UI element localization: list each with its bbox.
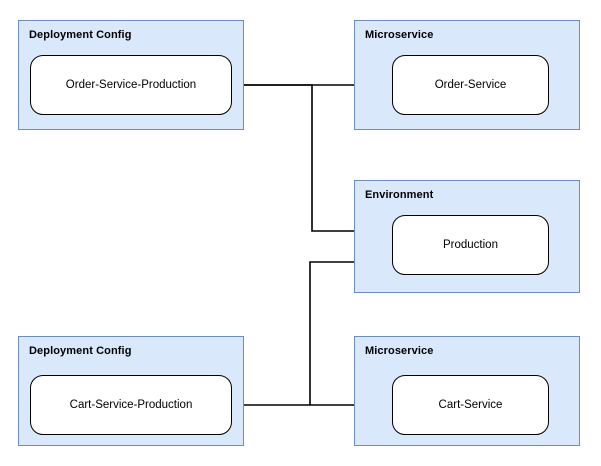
group-title: Deployment Config xyxy=(29,345,132,357)
node-label: Order-Service-Production xyxy=(65,79,197,91)
node-label: Order-Service xyxy=(434,79,507,91)
node-production[interactable]: Production xyxy=(392,215,549,275)
group-title: Deployment Config xyxy=(29,29,132,41)
node-label: Cart-Service-Production xyxy=(69,399,193,411)
node-order-service-production[interactable]: Order-Service-Production xyxy=(30,55,232,115)
node-label: Cart-Service xyxy=(438,399,503,411)
group-title: Microservice xyxy=(365,29,434,41)
node-order-service[interactable]: Order-Service xyxy=(392,55,549,115)
group-title: Microservice xyxy=(365,345,434,357)
node-label: Production xyxy=(443,239,498,251)
node-cart-service-production[interactable]: Cart-Service-Production xyxy=(30,375,232,435)
node-cart-service[interactable]: Cart-Service xyxy=(392,375,549,435)
group-title: Environment xyxy=(365,189,434,201)
